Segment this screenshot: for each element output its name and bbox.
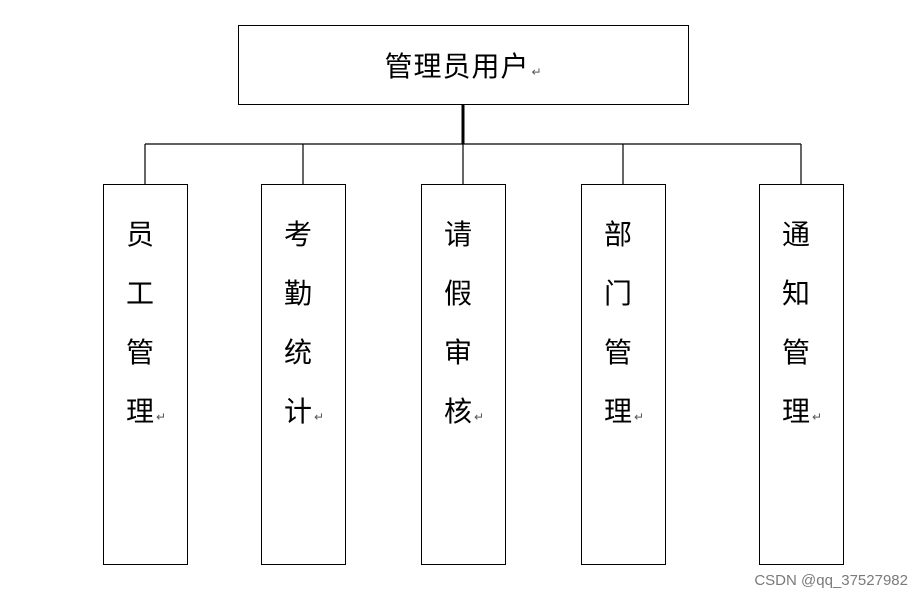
- root-node-text: 管理员用户: [384, 50, 530, 83]
- paragraph-mark-icon: ↵: [531, 64, 543, 79]
- paragraph-mark-icon: ↵: [314, 410, 325, 424]
- paragraph-mark-icon: ↵: [634, 410, 645, 424]
- child-node-attendance-statistics: 考勤统计↵: [261, 184, 346, 565]
- root-node-admin-user: 管理员用户↵: [238, 25, 689, 105]
- child-node-text: 部门管理: [604, 218, 633, 428]
- child-node-label: 员工管理↵: [126, 205, 166, 441]
- paragraph-mark-icon: ↵: [812, 410, 823, 424]
- child-node-text: 考勤统计: [284, 218, 313, 428]
- child-node-text: 员工管理: [126, 218, 155, 428]
- child-node-department-management: 部门管理↵: [581, 184, 666, 565]
- watermark: CSDN @qq_37527982: [754, 572, 908, 589]
- child-node-employee-management: 员工管理↵: [103, 184, 188, 565]
- paragraph-mark-icon: ↵: [156, 410, 167, 424]
- child-node-notice-management: 通知管理↵: [759, 184, 844, 565]
- child-node-label: 请假审核↵: [444, 205, 484, 441]
- child-node-label: 考勤统计↵: [284, 205, 324, 441]
- child-node-label: 部门管理↵: [604, 205, 644, 441]
- child-node-text: 通知管理: [782, 218, 811, 428]
- root-node-label: 管理员用户↵: [384, 45, 542, 85]
- child-node-leave-approval: 请假审核↵: [421, 184, 506, 565]
- child-node-label: 通知管理↵: [782, 205, 822, 441]
- paragraph-mark-icon: ↵: [474, 410, 485, 424]
- child-node-text: 请假审核: [444, 218, 473, 428]
